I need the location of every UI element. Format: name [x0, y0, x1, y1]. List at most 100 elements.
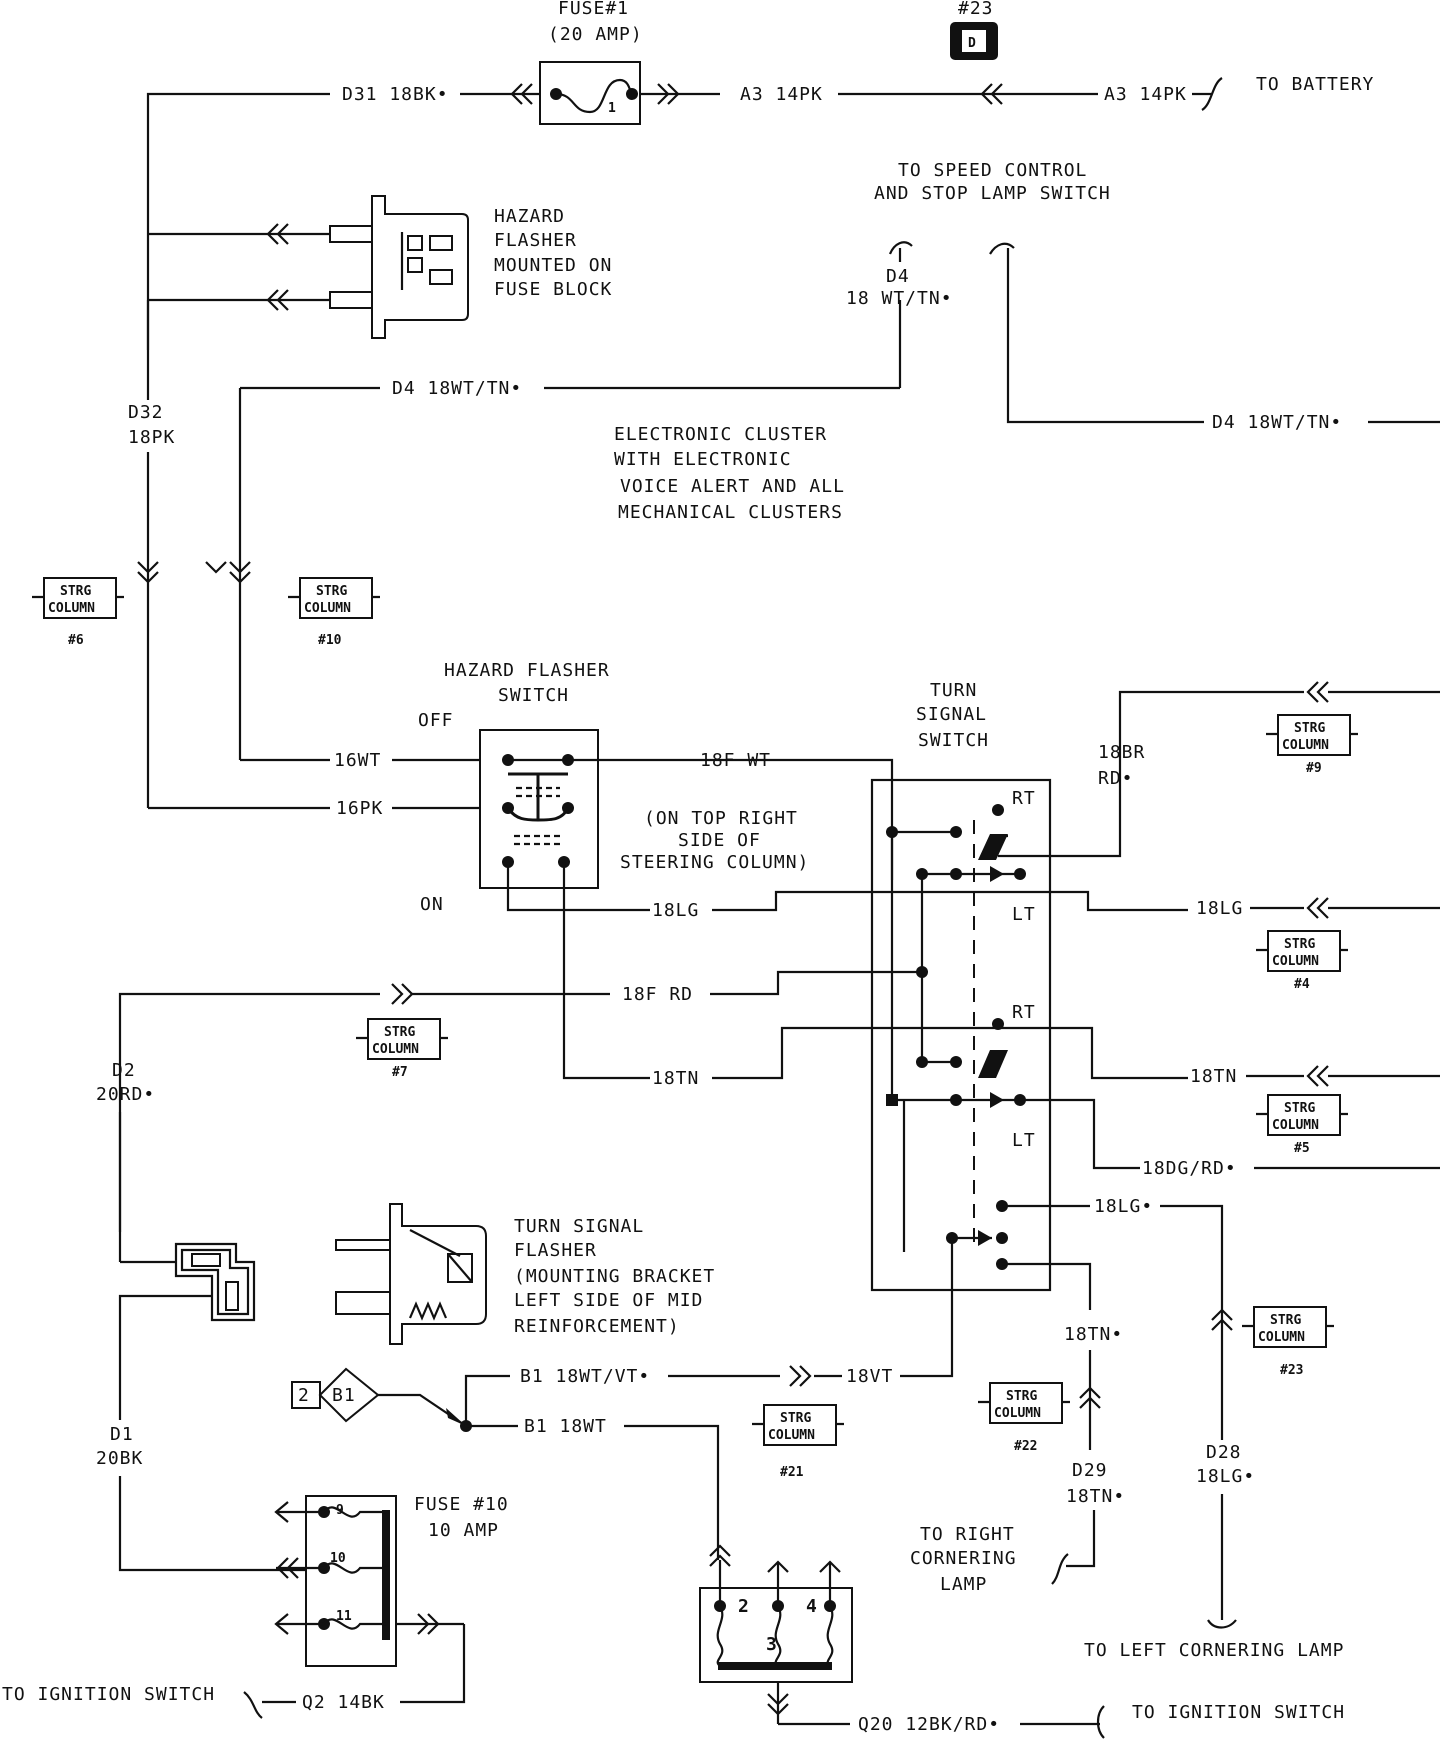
wire-break-icon [1201, 77, 1223, 111]
rt-label-2: RT [1012, 1002, 1036, 1023]
connector-23: #23 D [950, 0, 998, 60]
wire-q2-label: Q2 14BK [302, 1692, 385, 1713]
strg-label-bottom: COLUMN [768, 1428, 815, 1443]
connector-arrow-icon [1306, 1065, 1329, 1087]
wire-d4-label: D4 [886, 266, 910, 287]
wire-break-icon [888, 241, 913, 255]
wire-18br-rd-label: RD• [1098, 768, 1134, 789]
wire-d4-right-label: D4 18WT/TN• [1212, 412, 1342, 433]
splice-number: 2 [298, 1385, 310, 1406]
turn-signal-switch: RT LT RT LT [870, 778, 1052, 1292]
wire-d4-gauge: 18 WT/TN• [846, 288, 953, 309]
strg-label-bottom: COLUMN [1272, 1118, 1319, 1133]
hazard-flasher [148, 195, 469, 339]
wire-d4-main-label: D4 18WT/TN• [392, 378, 522, 399]
splice-b1: 2 B1 [291, 1367, 380, 1423]
wire-18tn-center-label: 18TN [652, 1068, 699, 1089]
strg-column-5: STRG COLUMN #5 [1256, 1094, 1348, 1156]
wire-d1-gauge: 20BK [96, 1448, 143, 1469]
turn-signal-flasher [335, 1203, 487, 1345]
wire-break-icon [1051, 1553, 1069, 1585]
tsf-label-1: TURN SIGNAL [514, 1216, 644, 1237]
strg-column-7: STRG COLUMN #7 [356, 1018, 448, 1080]
tsf-label-4: LEFT SIDE OF MID [514, 1290, 703, 1311]
wire-a3-right-label: A3 14PK [1104, 84, 1187, 105]
strg-label-bottom: COLUMN [1282, 738, 1329, 753]
wire-18lg-center-label: 18LG [652, 900, 699, 921]
wire-18frd-label: 18F RD [622, 984, 693, 1005]
fuse-pin-11: 11 [336, 1609, 352, 1624]
to-ignition-right-label: TO IGNITION SWITCH [1132, 1702, 1345, 1723]
arrow-up-icon [767, 1560, 789, 1573]
connector-arrow-icon [657, 83, 680, 105]
ignition-connector: 2 3 4 [699, 1587, 853, 1683]
strg-column-4: STRG COLUMN #4 [1256, 930, 1348, 992]
tsf-label-5: REINFORCEMENT) [514, 1316, 680, 1337]
wire-a3-left-label: A3 14PK [740, 84, 823, 105]
wire-18vt-label: 18VT [846, 1366, 893, 1387]
rt-label-1: RT [1012, 788, 1036, 809]
fuse-1-title: FUSE#1 [558, 0, 629, 19]
strg-label-top: STRG [1284, 937, 1315, 952]
strg-column-22: STRG COLUMN #22 [978, 1382, 1070, 1454]
wire-b1-wt-label: B1 18WT [524, 1416, 607, 1437]
connector-arrow-icon [1211, 1308, 1233, 1331]
tsf-label-2: FLASHER [514, 1240, 597, 1261]
wire-break-icon [243, 1691, 263, 1719]
strg-label-top: STRG [1294, 721, 1325, 736]
connector-arrow-icon [709, 1544, 731, 1567]
left-cornering-label: TO LEFT CORNERING LAMP [1084, 1640, 1344, 1661]
strg-label-bottom: COLUMN [304, 601, 351, 616]
connector-arrow-icon [1306, 897, 1329, 919]
strg-number: #5 [1294, 1141, 1310, 1156]
strg-label-bottom: COLUMN [48, 601, 95, 616]
wire-d29-gauge: 18TN• [1066, 1486, 1125, 1507]
connector-arrow-icon [789, 1365, 812, 1387]
turn-switch-label-2: SIGNAL [916, 704, 987, 725]
fuse-1-pin: 1 [608, 101, 616, 116]
fuse-pin-9: 9 [336, 1503, 344, 1518]
splice-id: B1 [332, 1385, 356, 1406]
connector-arrow-icon [229, 561, 251, 584]
connector-arrow-icon [276, 1557, 299, 1579]
ign-pin-4: 4 [806, 1596, 818, 1617]
ign-pin-2: 2 [738, 1596, 750, 1617]
wire-16pk-label: 16PK [336, 798, 383, 819]
strg-number: #7 [392, 1065, 408, 1080]
fuse-1-rating: (20 AMP) [548, 24, 643, 45]
strg-column-10: STRG COLUMN #10 [288, 577, 380, 648]
wire-d28-gauge: 18LG• [1196, 1466, 1255, 1487]
fuse-10-label-2: 10 AMP [428, 1520, 499, 1541]
arrow-up-icon [819, 1560, 841, 1573]
strg-number: #10 [318, 633, 342, 648]
wire-d29-label: D29 [1072, 1460, 1108, 1481]
cluster-label-1: ELECTRONIC CLUSTER [614, 424, 827, 445]
strg-label-top: STRG [1006, 1389, 1037, 1404]
wire-d1-label: D1 [110, 1424, 134, 1445]
wire-d32-gauge: 18PK [128, 427, 175, 448]
hazard-flasher-label-4: FUSE BLOCK [494, 279, 612, 300]
ign-pin-3: 3 [766, 1634, 778, 1655]
on-label: ON [420, 894, 444, 915]
hazard-switch-label-2: SWITCH [498, 685, 569, 706]
wire-18lg-right-label: 18LG [1196, 898, 1243, 919]
cluster-label-4: MECHANICAL CLUSTERS [618, 502, 843, 523]
strg-column-9: STRG COLUMN #9 [1266, 714, 1358, 776]
strg-label-top: STRG [1284, 1101, 1315, 1116]
lt-label-1: LT [1012, 904, 1036, 925]
connector-23-symbol: D [968, 36, 976, 51]
strg-number: #9 [1306, 761, 1322, 776]
wire-d28-label: D28 [1206, 1442, 1242, 1463]
strg-label-bottom: COLUMN [372, 1042, 419, 1057]
connector-arrow-icon [391, 983, 414, 1005]
wire-18tn-dot-label: 18TN• [1064, 1324, 1123, 1345]
strg-number: #22 [1014, 1439, 1037, 1454]
connector-23-label: #23 [958, 0, 994, 19]
connector-arrow-icon [980, 83, 1003, 105]
strg-label-top: STRG [384, 1025, 415, 1040]
speed-control-label-1: TO SPEED CONTROL [898, 160, 1087, 181]
connector-arrow-icon [767, 1693, 789, 1716]
strg-column-23: STRG COLUMN #23 [1242, 1306, 1334, 1378]
